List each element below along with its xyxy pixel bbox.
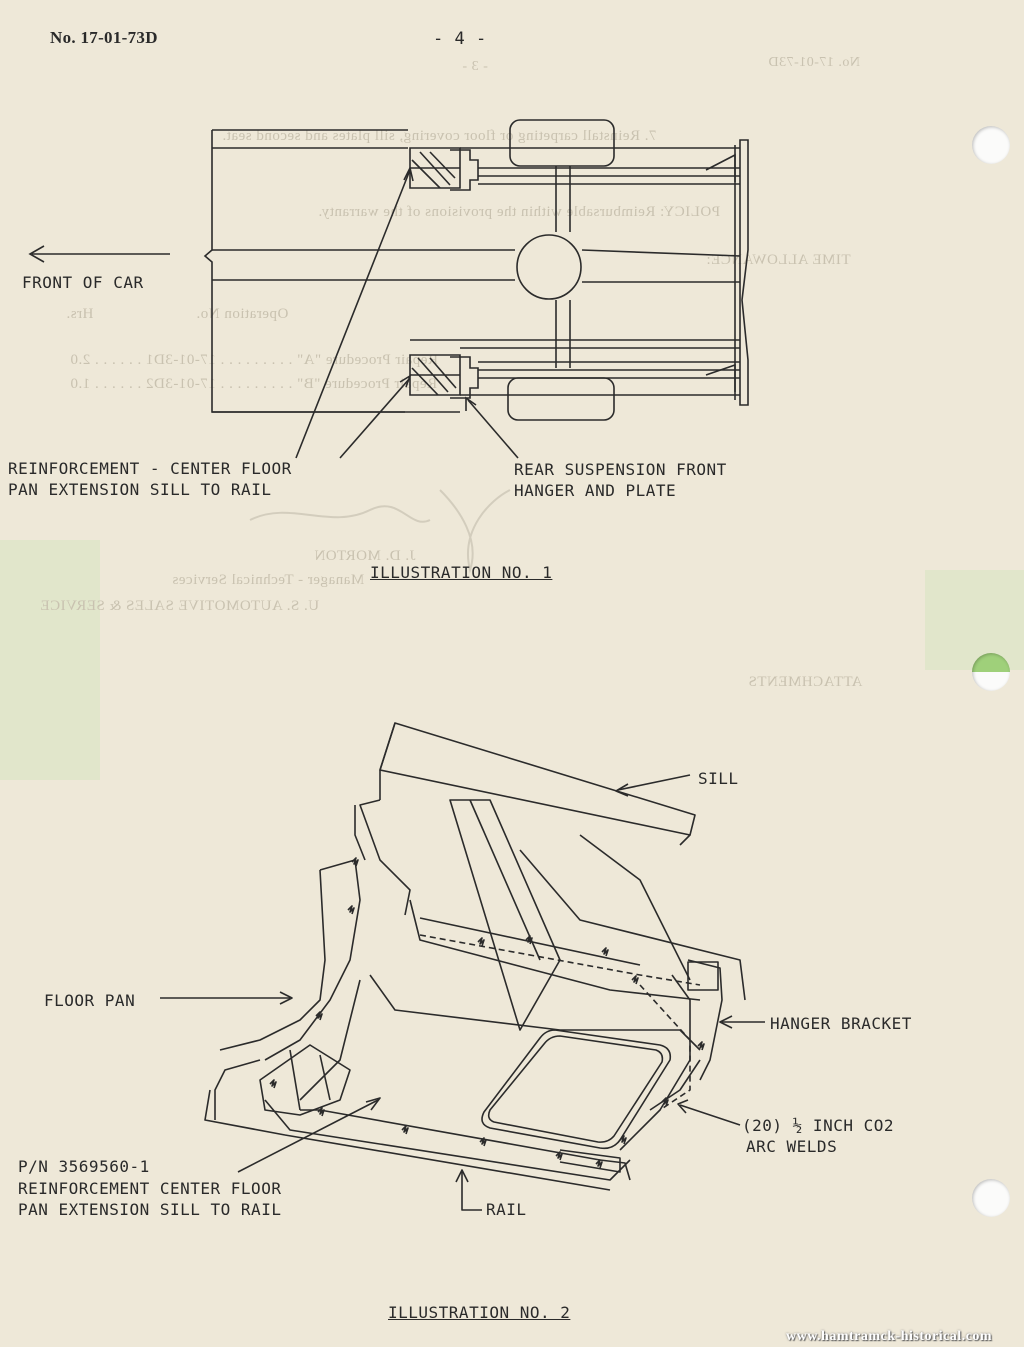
site-watermark: www.hamtramck-historical.com: [786, 1329, 993, 1344]
front-of-car-label: FRONT OF CAR: [22, 273, 144, 292]
part-reinforcement-line1: REINFORCEMENT CENTER FLOOR: [18, 1179, 282, 1198]
bleed-signature-icon: [249, 489, 511, 574]
doc-number: No. 17-01-73D: [50, 28, 158, 47]
rail-label: RAIL: [486, 1200, 527, 1219]
punch-hole-top: [972, 126, 1010, 164]
part-reinforcement-line2: PAN EXTENSION SILL TO RAIL: [18, 1200, 282, 1219]
part-number-label: P/N 3569560-1: [18, 1157, 150, 1176]
illustration-1-caption: ILLUSTRATION NO. 1: [370, 563, 553, 582]
hanger-label-line2: HANGER AND PLATE: [514, 481, 677, 500]
welds-label-line2: ARC WELDS: [746, 1137, 838, 1156]
reinforcement-label-line1: REINFORCEMENT - CENTER FLOOR: [8, 459, 292, 478]
reinforcement-label-line2: PAN EXTENSION SILL TO RAIL: [8, 480, 272, 499]
illustration-2-caption: ILLUSTRATION NO. 2: [388, 1303, 571, 1322]
page-number: - 4 -: [433, 29, 487, 49]
hanger-label-line1: REAR SUSPENSION FRONT: [514, 460, 727, 479]
scan-tint-right: [925, 570, 1024, 670]
welds-label-line1: (20) ½ INCH CO2: [742, 1116, 894, 1135]
floor-pan-label: FLOOR PAN: [44, 991, 136, 1010]
punch-hole-bottom: [972, 1179, 1010, 1217]
hanger-bracket-label: HANGER BRACKET: [770, 1014, 912, 1033]
punch-hole-middle: [972, 653, 1010, 691]
scan-tint-left: [0, 540, 100, 780]
sill-label: SILL: [698, 769, 739, 788]
